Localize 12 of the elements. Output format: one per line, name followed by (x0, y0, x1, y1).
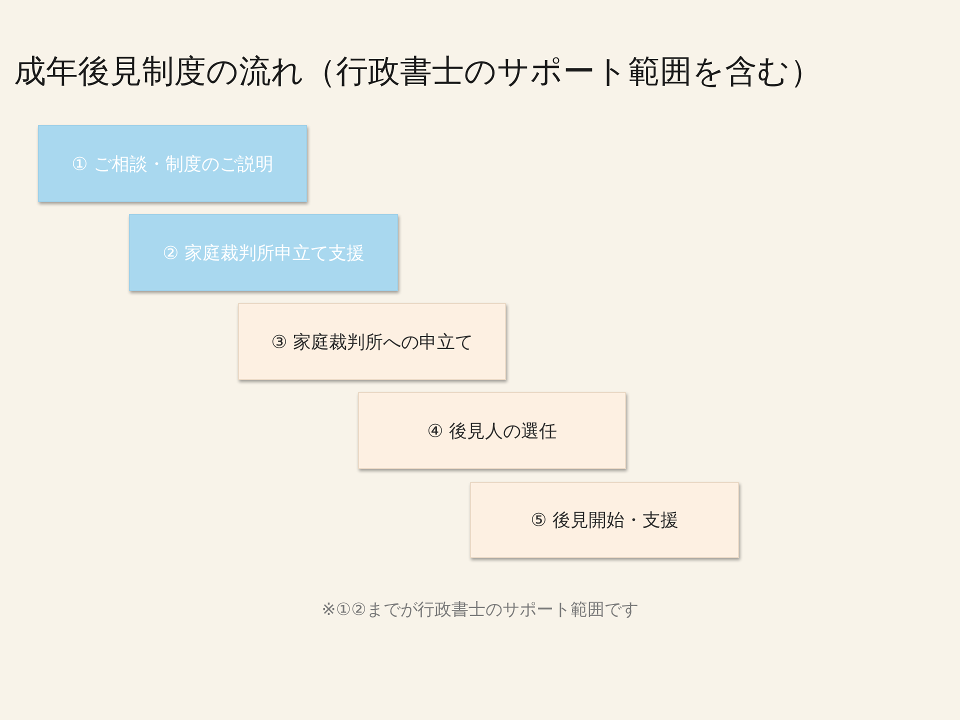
step-box (129, 214, 398, 291)
step-box (470, 482, 739, 558)
footnote: ※①②までが行政書士のサポート範囲です (320, 599, 640, 621)
step-label: ① ご相談・制度のご説明 (72, 152, 274, 176)
step-label: ② 家庭裁判所申立て支援 (162, 242, 364, 264)
step-box (358, 392, 626, 469)
step-label: ③ 家庭裁判所への申立て (271, 330, 473, 354)
step-label: ⑤ 後見開始・支援 (530, 509, 678, 532)
step-label: ④ 後見人の選任 (427, 420, 557, 442)
step-box (38, 125, 307, 202)
diagram-title: 成年後見制度の流れ（行政書士のサポート範囲を含む） (14, 51, 822, 92)
step-box (238, 303, 506, 380)
